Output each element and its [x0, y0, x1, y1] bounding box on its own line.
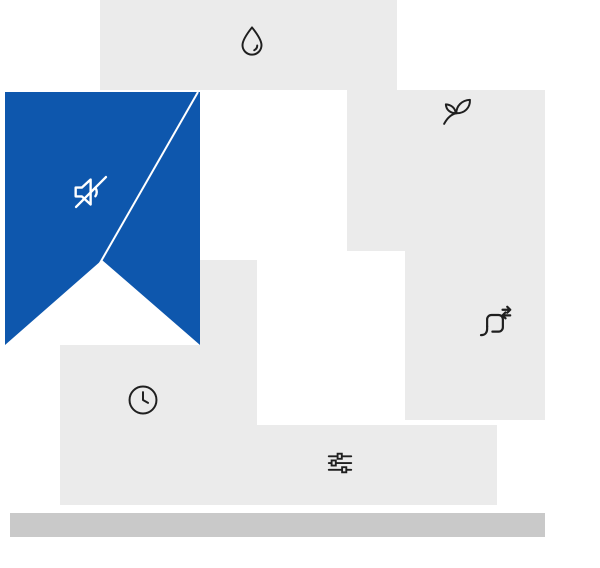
ribbon-shape [5, 92, 200, 345]
water-drop-strokes [241, 26, 263, 56]
tile-sliders[interactable] [200, 425, 497, 505]
clock-strokes [128, 385, 158, 415]
sliders-icon [322, 445, 358, 481]
tile-leaf[interactable] [347, 90, 545, 251]
speaker-mute-icon [68, 169, 114, 215]
ribbon-fill [5, 92, 200, 345]
mute-ribbon-tile[interactable] [5, 92, 200, 345]
leaf-strokes [443, 98, 471, 125]
ribbon-fold-line [52, 92, 199, 345]
leaf-icon [437, 93, 475, 131]
clock-icon [124, 381, 162, 419]
plug-sync-icon [474, 301, 516, 343]
water-drop-icon [233, 23, 271, 61]
tile-water-drop[interactable] [100, 0, 397, 90]
plug-sync-strokes [479, 305, 512, 337]
sliders-strokes [327, 452, 353, 474]
speaker-mute-strokes [74, 175, 108, 209]
tile-plug-sync[interactable] [405, 250, 545, 420]
bottom-bar [10, 513, 545, 537]
